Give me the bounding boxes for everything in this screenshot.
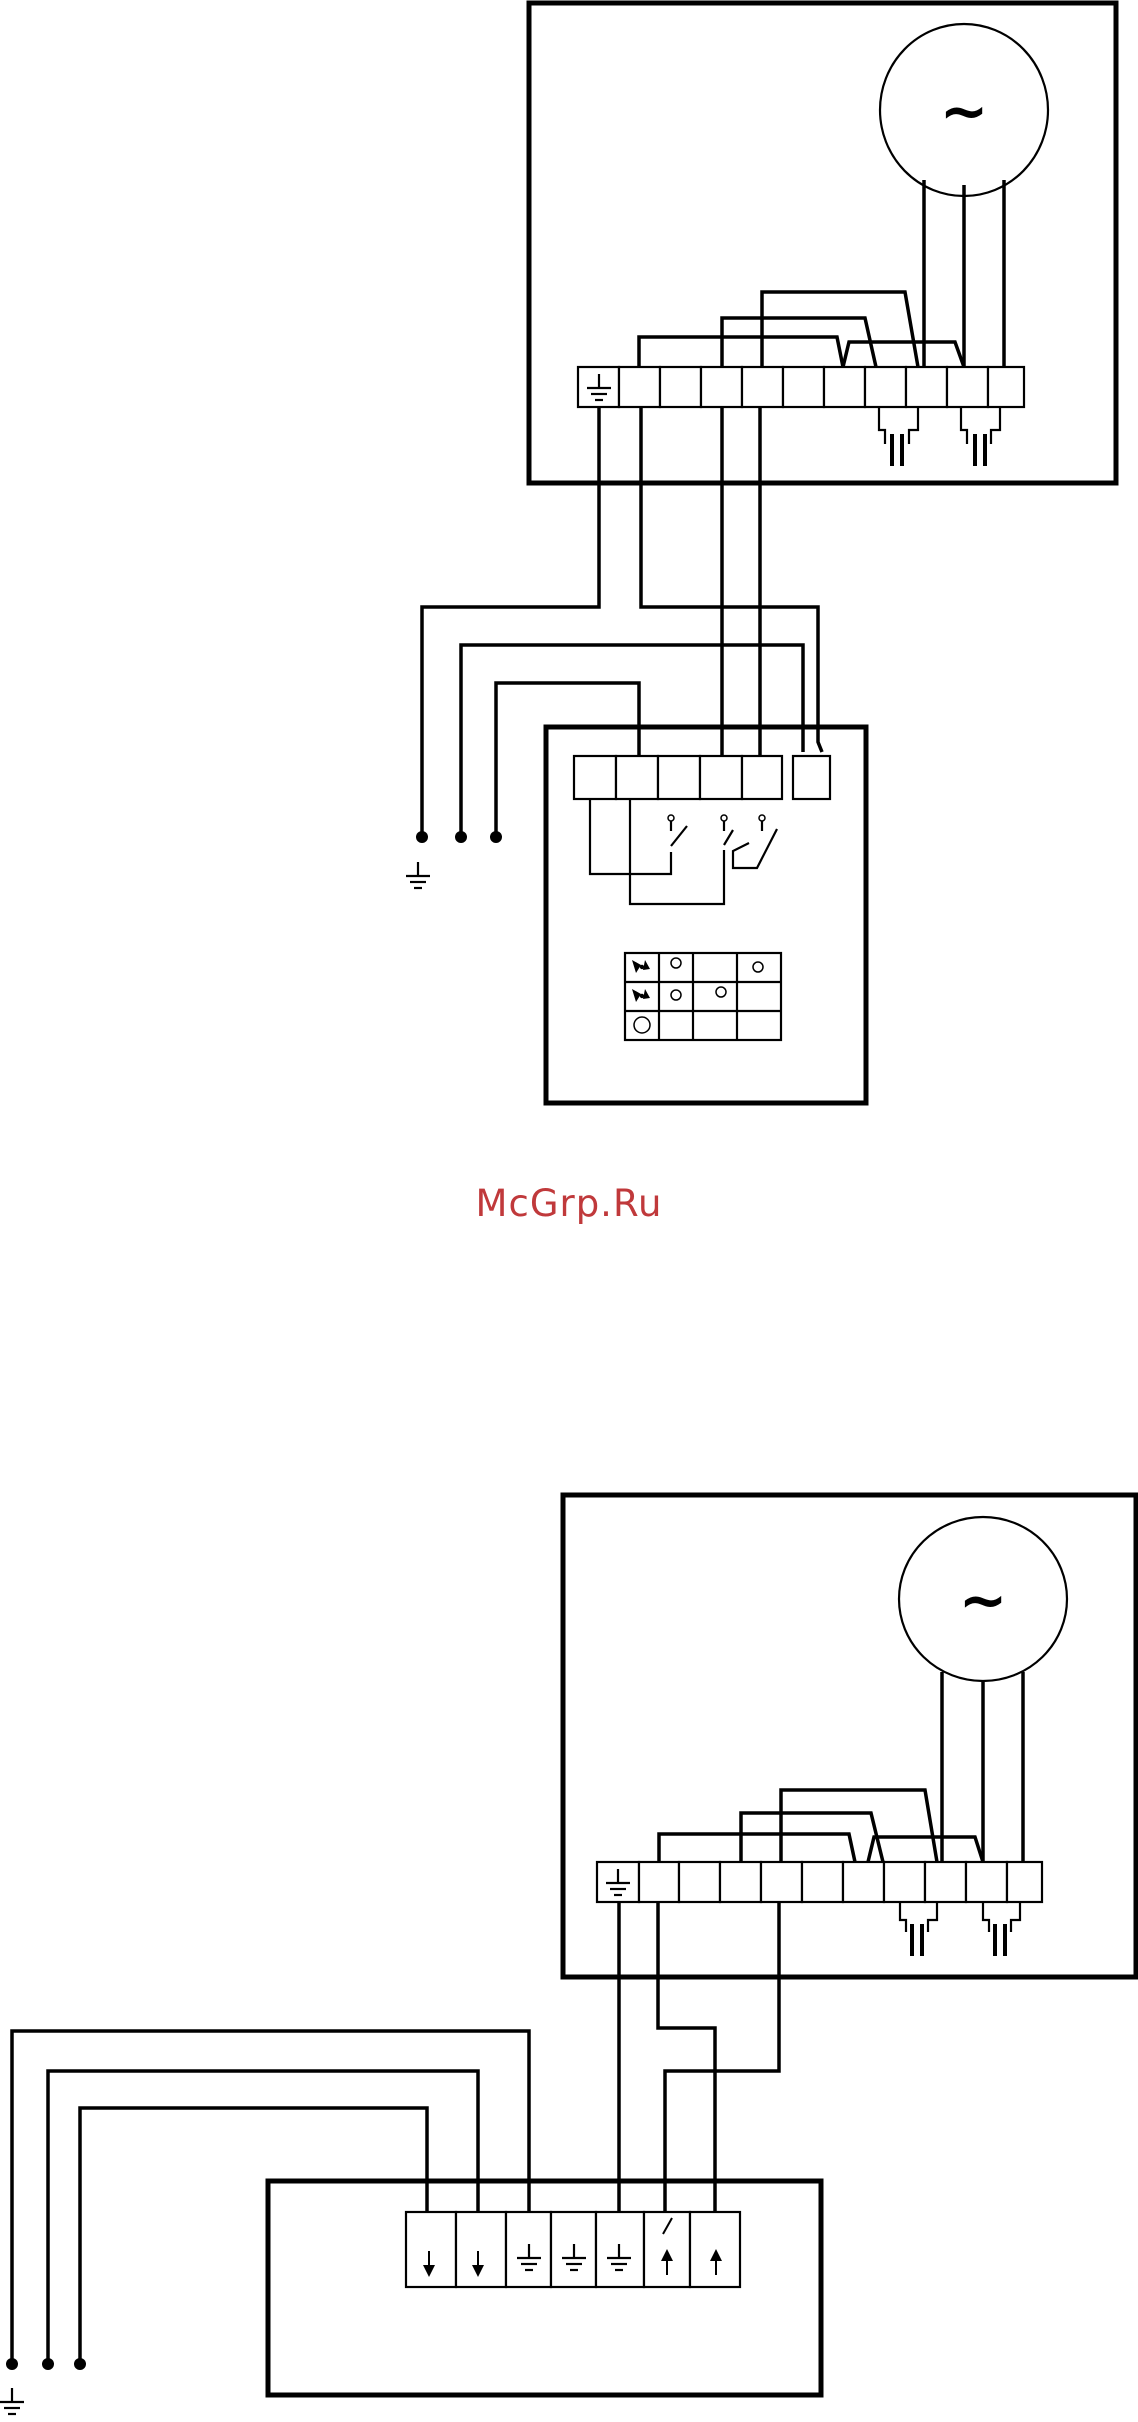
switch-terminal-strip <box>574 756 782 799</box>
supply-terminal <box>42 2358 54 2370</box>
supply-terminal <box>455 831 467 843</box>
switch-contacts <box>590 799 777 904</box>
fan-icon <box>632 989 650 1002</box>
fan-terminal-strip <box>578 367 1024 407</box>
capacitor-icon <box>961 407 1000 466</box>
fan-terminal-strip <box>597 1862 1042 1902</box>
diagram-2: ~ <box>0 1495 1136 2414</box>
motor-icon: ~ <box>880 24 1048 196</box>
supply-terminal <box>74 2358 86 2370</box>
control-terminal-strip <box>406 2212 740 2287</box>
diagram-1: ~ <box>406 3 1116 1103</box>
fan-icon <box>632 960 650 973</box>
capacitor-icon <box>879 407 918 466</box>
ground-icon <box>0 2388 24 2414</box>
motor-symbol: ~ <box>940 77 989 145</box>
supply-terminal <box>416 831 428 843</box>
motor-icon: ~ <box>899 1517 1067 1681</box>
lamp-icon <box>634 1017 650 1033</box>
switch-position-table <box>625 953 781 1040</box>
auxiliary-terminal <box>793 756 830 799</box>
supply-terminal <box>6 2358 18 2370</box>
watermark: McGrp.Ru <box>0 1182 1138 1225</box>
supply-terminal <box>490 831 502 843</box>
ground-icon <box>406 862 430 888</box>
motor-symbol: ~ <box>959 1566 1008 1634</box>
capacitor-icon <box>983 1902 1020 1956</box>
capacitor-icon <box>900 1902 937 1956</box>
